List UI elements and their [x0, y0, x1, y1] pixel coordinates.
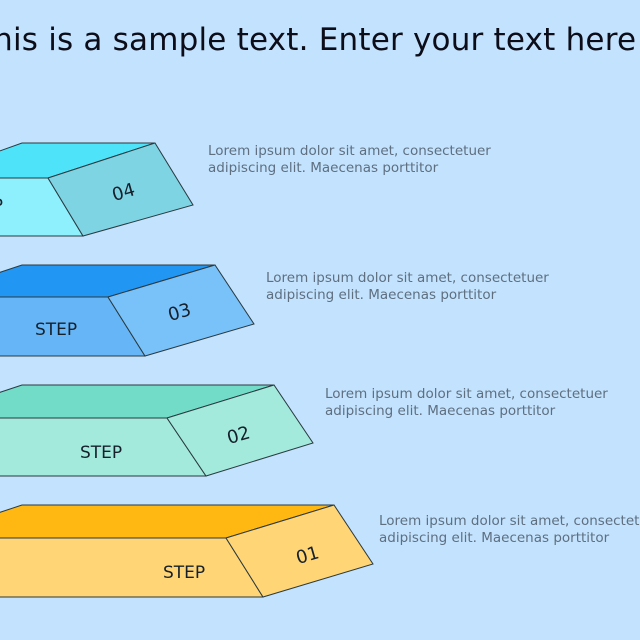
slide-title: This is a sample text. Enter your text h… — [0, 22, 637, 58]
step-block-04: EP 04 — [0, 142, 194, 237]
step-04-description-line2: adipiscing elit. Maecenas porttitor — [208, 160, 439, 176]
step-03-side-face — [107, 264, 255, 357]
step-04-description-line1: Lorem ipsum dolor sit amet, consectetuer — [208, 143, 491, 159]
step-02-side-face — [166, 384, 314, 477]
step-03-label: STEP — [35, 320, 77, 340]
step-03-description: Lorem ipsum dolor sit amet, consectetuer… — [266, 270, 549, 304]
step-block-01: STEP 01 — [0, 504, 374, 598]
step-02-description: Lorem ipsum dolor sit amet, consectetuer… — [325, 386, 608, 420]
step-01-description: Lorem ipsum dolor sit amet, consectetuer… — [379, 513, 640, 547]
step-02-label: STEP — [80, 443, 122, 463]
step-04-label: EP — [0, 196, 3, 216]
step-01-label: STEP — [163, 563, 205, 583]
step-01-description-line2: adipiscing elit. Maecenas porttitor — [379, 530, 610, 546]
step-block-03: STEP 03 — [0, 264, 255, 357]
step-02-description-line1: Lorem ipsum dolor sit amet, consectetuer — [325, 386, 608, 402]
step-03-description-line2: adipiscing elit. Maecenas porttitor — [266, 287, 497, 303]
step-01-description-line1: Lorem ipsum dolor sit amet, consectetuer — [379, 513, 640, 529]
step-04-side-face — [47, 142, 194, 237]
step-02-description-line2: adipiscing elit. Maecenas porttitor — [325, 403, 556, 419]
step-03-description-line1: Lorem ipsum dolor sit amet, consectetuer — [266, 270, 549, 286]
step-block-02: STEP 02 — [0, 384, 314, 477]
step-04-description: Lorem ipsum dolor sit amet, consectetuer… — [208, 143, 491, 177]
step-01-front-face — [0, 537, 264, 598]
step-01-side-face — [225, 504, 374, 598]
